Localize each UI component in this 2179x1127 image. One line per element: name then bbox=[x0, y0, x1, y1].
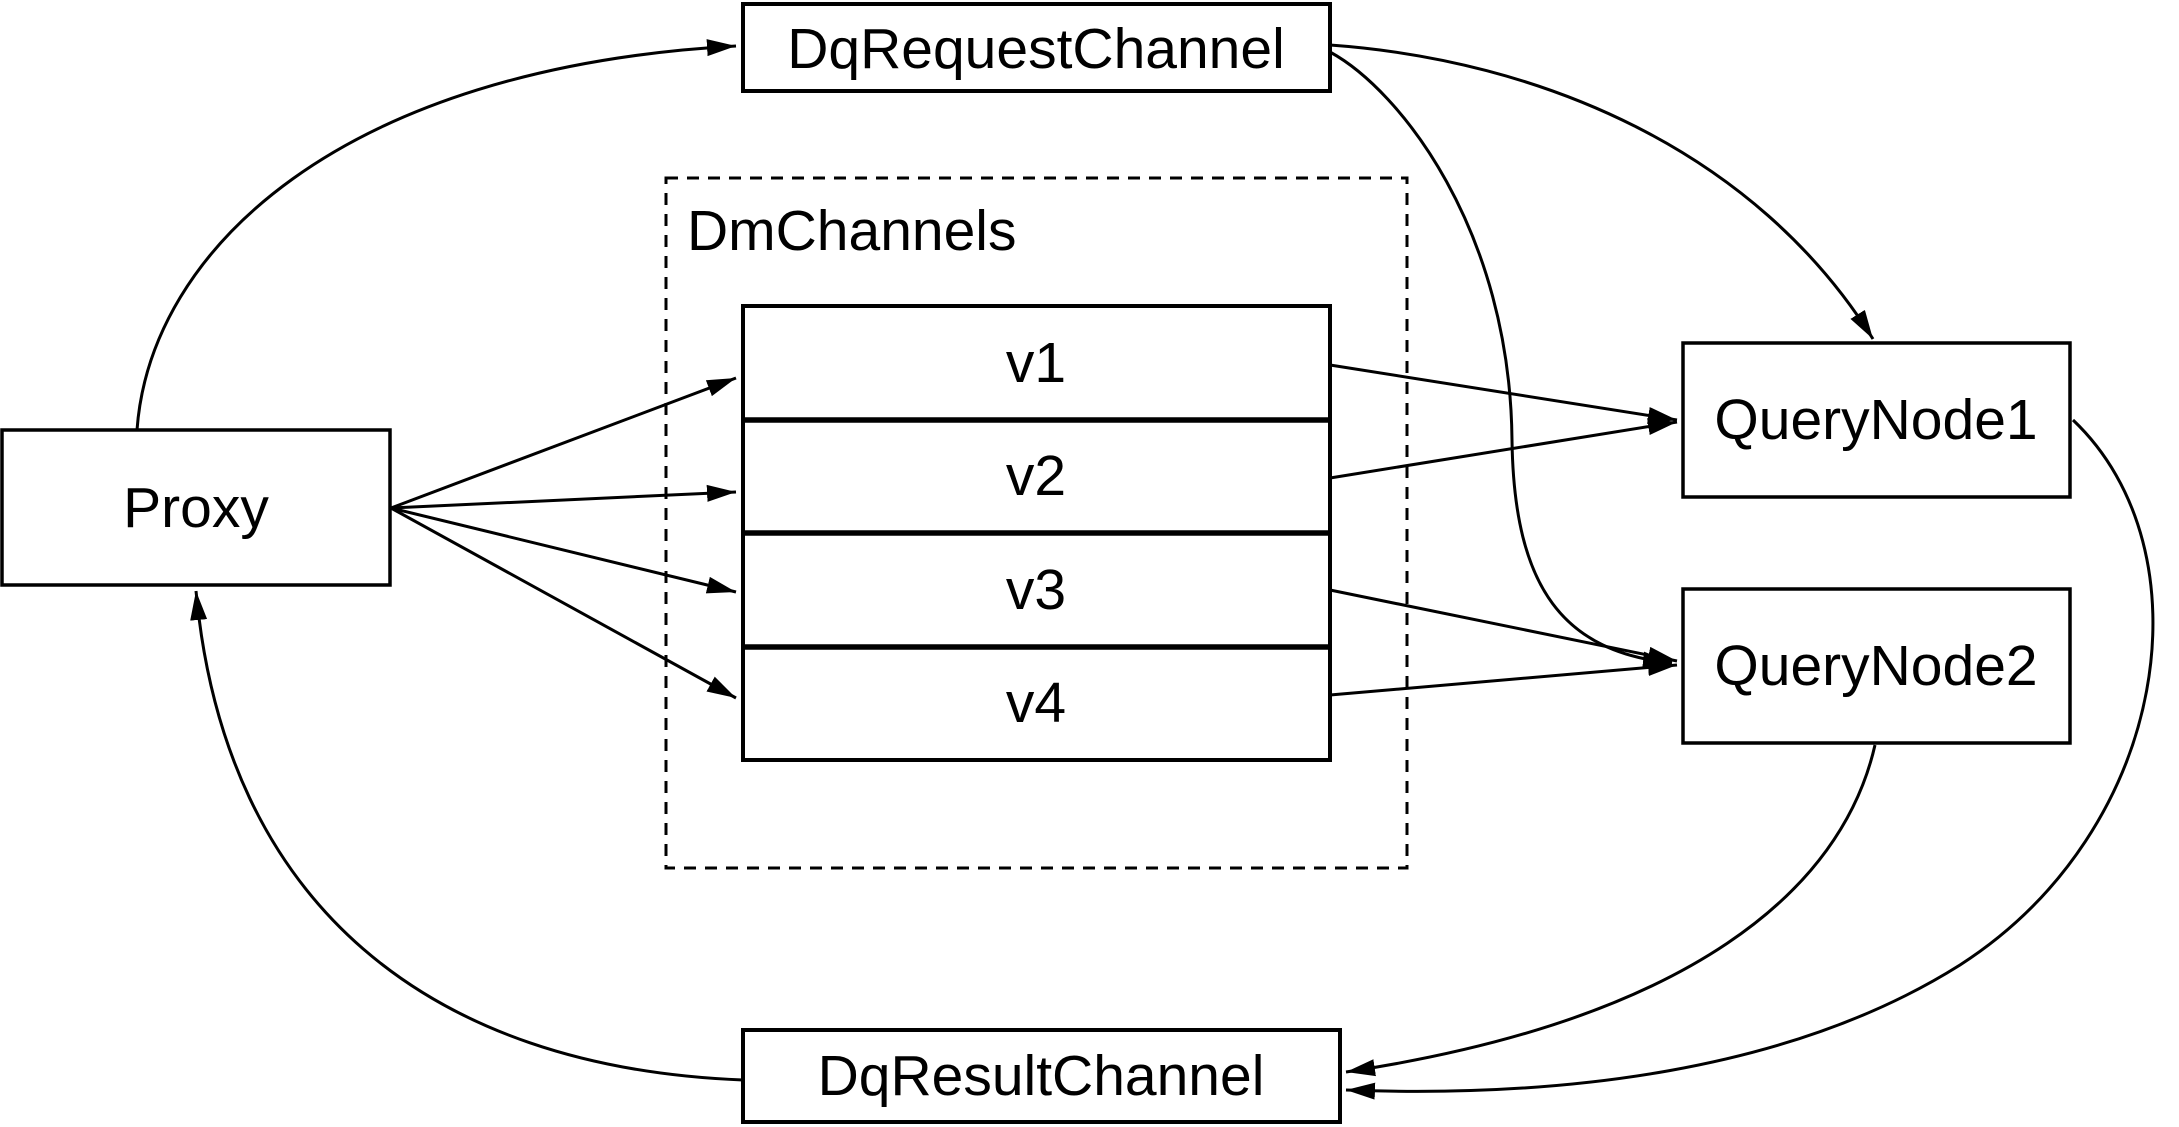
channel-v3-label: v3 bbox=[1006, 558, 1066, 622]
querynode1-box bbox=[1681, 341, 2072, 499]
querynode1-label: QueryNode1 bbox=[1714, 388, 2037, 452]
channel-v2-label: v2 bbox=[1006, 444, 1066, 508]
edge-proxy-to-v4 bbox=[390, 506, 737, 700]
group-dmchannels: DmChannels v1 v2 v3 v4 bbox=[664, 176, 1409, 870]
proxy-box bbox=[0, 428, 392, 587]
proxy-label: Proxy bbox=[123, 476, 269, 540]
edge-proxy-to-dqrequestchannel bbox=[135, 39, 737, 431]
node-dqrequestchannel: DqRequestChannel bbox=[741, 2, 1332, 93]
edge-proxy-to-v3 bbox=[390, 506, 737, 594]
edge-proxy-to-v1 bbox=[390, 376, 737, 510]
edge-dqrequestchannel-to-querynode1 bbox=[1329, 43, 1875, 340]
dqrequestchannel-box bbox=[741, 2, 1332, 93]
edge-dqrequestchannel-to-querynode2 bbox=[1329, 50, 1673, 669]
edge-v4-to-querynode2 bbox=[1329, 659, 1678, 697]
edge-querynode1-to-dqresultchannel bbox=[1345, 418, 2155, 1100]
node-proxy: Proxy bbox=[0, 428, 392, 587]
channel-v4-label: v4 bbox=[1006, 671, 1066, 735]
edge-v3-to-querynode2 bbox=[1329, 588, 1678, 664]
node-querynode2: QueryNode2 bbox=[1681, 587, 2072, 745]
edge-proxy-to-v2 bbox=[390, 484, 737, 510]
edge-dqresultchannel-to-proxy bbox=[190, 590, 744, 1082]
dmchannels-label: DmChannels bbox=[687, 199, 1016, 263]
dqrequestchannel-label: DqRequestChannel bbox=[787, 17, 1285, 81]
edge-v2-to-querynode1 bbox=[1329, 418, 1678, 480]
querynode2-box bbox=[1681, 587, 2072, 745]
channel-v1-label: v1 bbox=[1006, 331, 1066, 395]
node-channel-stack: v1 v2 v3 v4 bbox=[741, 304, 1332, 762]
querynode2-label: QueryNode2 bbox=[1714, 634, 2037, 698]
node-querynode1: QueryNode1 bbox=[1681, 341, 2072, 499]
node-dqresultchannel: DqResultChannel bbox=[741, 1028, 1342, 1124]
edge-v1-to-querynode1 bbox=[1329, 363, 1678, 424]
dqresultchannel-label: DqResultChannel bbox=[818, 1044, 1265, 1108]
edge-querynode2-to-dqresultchannel bbox=[1345, 744, 1877, 1077]
dqresultchannel-box bbox=[741, 1028, 1342, 1124]
